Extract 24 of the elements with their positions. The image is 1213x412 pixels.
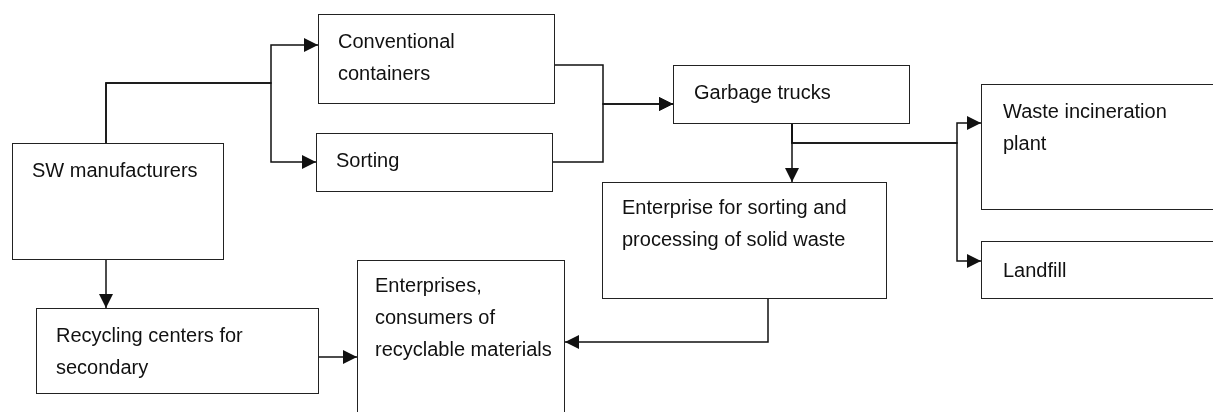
- process-box: [36, 308, 319, 394]
- arrow: [564, 298, 769, 349]
- node-label: Landfill: [1003, 258, 1068, 283]
- node-label: Recycling centers for secondary: [56, 323, 244, 380]
- node-label: Conventional containers: [338, 29, 456, 86]
- arrow: [791, 123, 982, 268]
- node-label: Sorting: [336, 148, 401, 173]
- node-label: Enterprises, consumers of recyclable materials: [375, 273, 553, 362]
- process-box: [12, 143, 224, 260]
- process-box: [673, 65, 910, 124]
- arrow: [552, 97, 674, 163]
- arrow: [99, 259, 113, 309]
- process-box: [602, 182, 887, 299]
- process-box: [357, 260, 565, 412]
- node-label: SW manufacturers: [32, 158, 199, 183]
- node-label: Enterprise for sorting and processing of solid waste: [622, 195, 848, 252]
- process-box: [316, 133, 553, 192]
- arrow: [318, 350, 358, 364]
- node-label: Waste incineration plant: [1003, 99, 1168, 156]
- arrow: [105, 82, 317, 169]
- node-label: Garbage trucks: [694, 80, 832, 105]
- process-box: [981, 241, 1213, 299]
- process-box: [981, 84, 1213, 210]
- process-box: [318, 14, 555, 104]
